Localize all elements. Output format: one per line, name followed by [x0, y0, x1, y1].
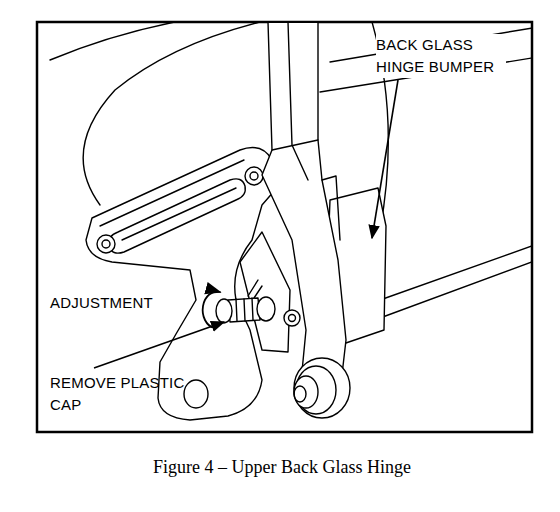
adjustment-nut: [216, 299, 232, 323]
leader-line: [372, 80, 398, 238]
arm-edge: [272, 140, 318, 150]
bolt: [250, 172, 258, 180]
part-label: ADJUSTMENT: [50, 292, 200, 314]
pivot-pin: [284, 310, 300, 326]
frame: [37, 22, 532, 432]
screw-tab: [248, 280, 262, 298]
bolt: [97, 235, 115, 253]
arm-edge: [322, 176, 340, 240]
screw-thread: [236, 298, 253, 321]
bolt: [102, 240, 110, 248]
part-label: REMOVE PLASTIC CAP: [50, 372, 198, 416]
plastic-cap: [257, 297, 275, 321]
roller: [294, 358, 350, 418]
figure-caption: Figure 4 – Upper Back Glass Hinge: [153, 456, 411, 478]
pivot-link: [240, 232, 290, 352]
adjustment-screw: [228, 298, 260, 322]
roller: [294, 376, 318, 408]
roller: [294, 386, 306, 402]
part-label: BACK GLASS HINGE BUMPER: [376, 34, 506, 78]
rotation-arrow: [203, 292, 220, 328]
adjustment-slot: [109, 179, 246, 253]
arm-edge: [288, 23, 308, 180]
leader-line: [94, 322, 224, 368]
frame-rod: [380, 246, 531, 300]
pivot-pin: [289, 315, 296, 322]
bolt: [245, 167, 263, 185]
mount-hole: [184, 380, 208, 408]
slot-inner: [122, 188, 236, 240]
glass-edge: [50, 23, 175, 60]
frame-rod: [380, 262, 531, 318]
